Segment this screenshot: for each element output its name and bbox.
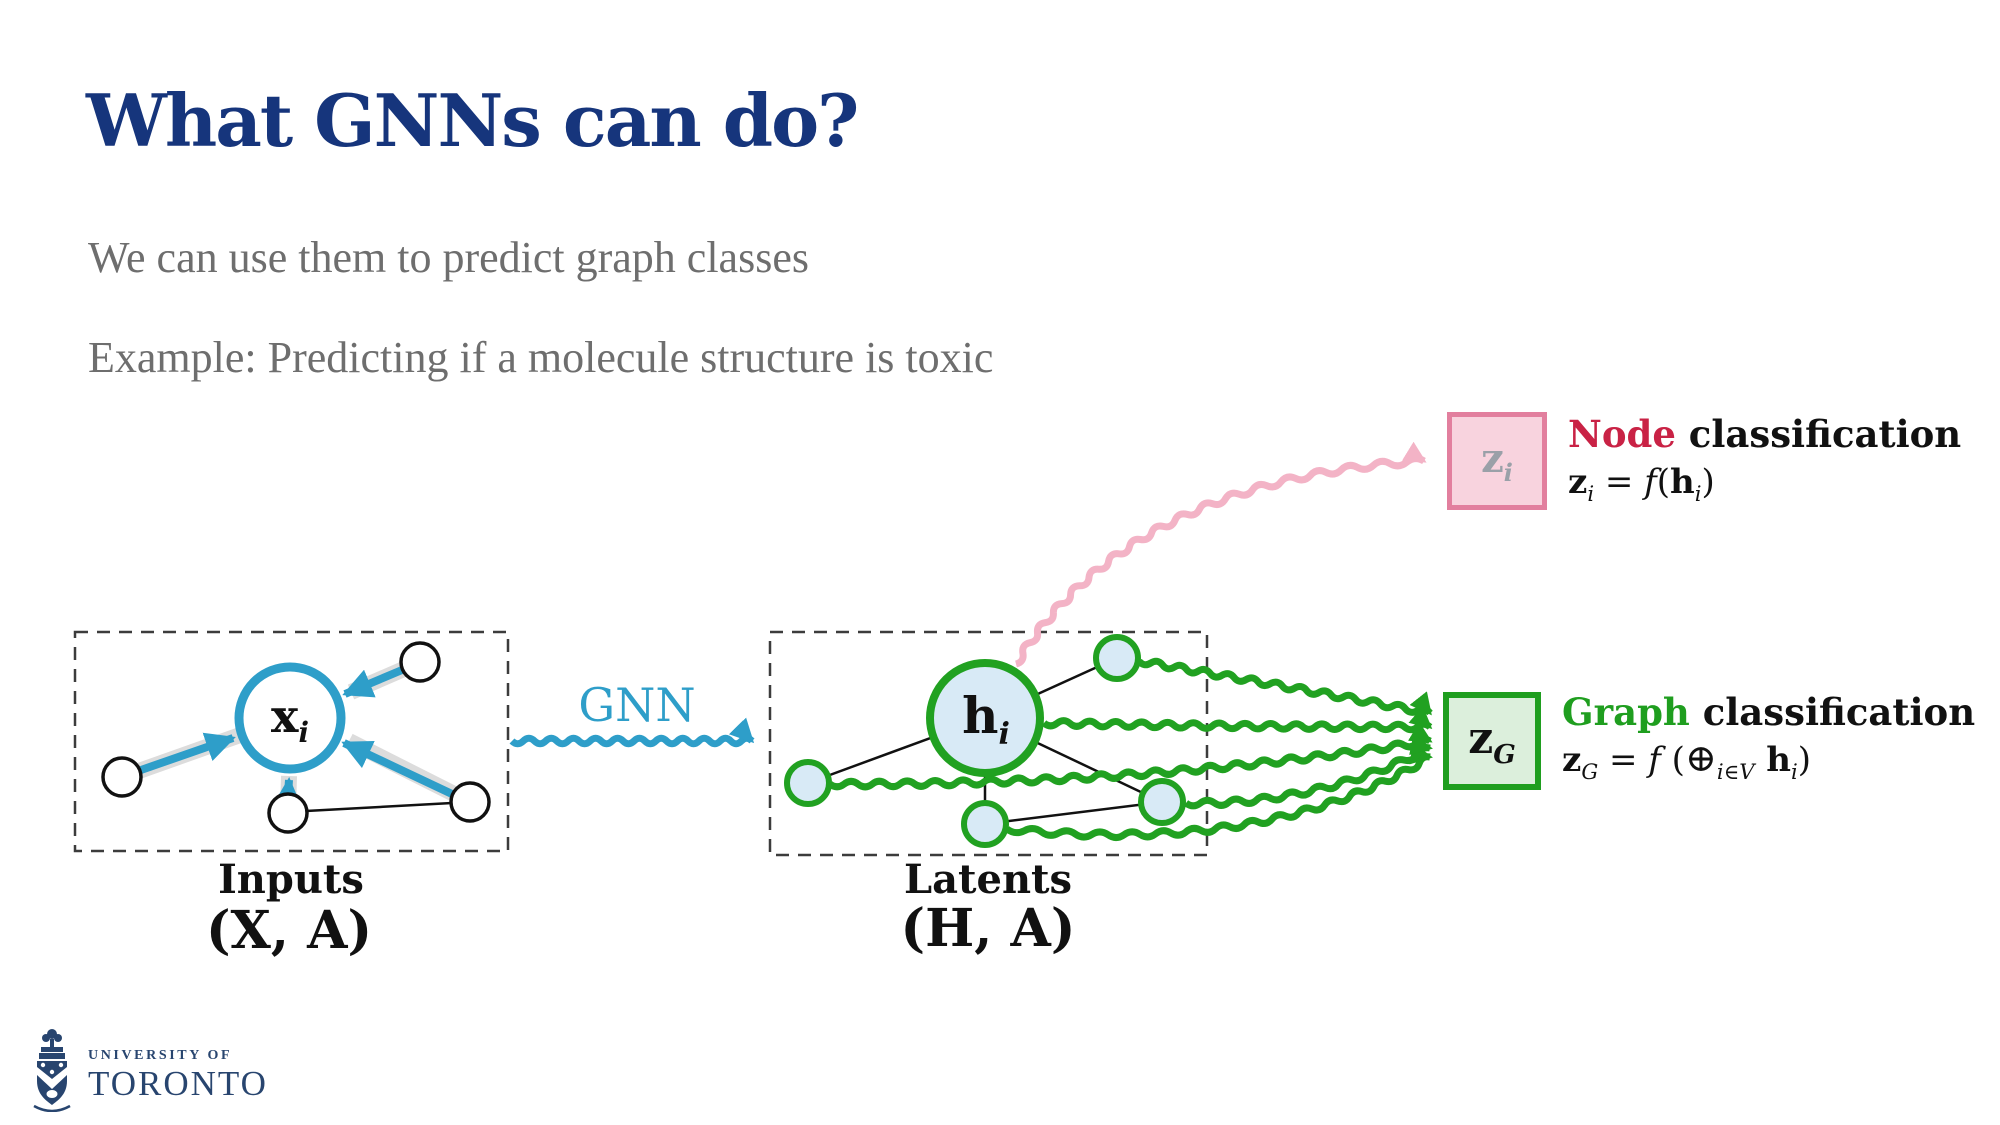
latent-node xyxy=(784,759,832,807)
zg-label: zG xyxy=(1468,712,1516,770)
latent-node-base: h xyxy=(962,686,999,745)
latent-node xyxy=(1138,778,1186,826)
node-classification-formula: zi = f(hi) xyxy=(1568,462,1715,506)
latents-tuple: (H, A) xyxy=(900,898,1076,959)
graph-classification-box: zG xyxy=(1443,692,1541,790)
latent-center-node xyxy=(926,659,1044,777)
readout-arrow xyxy=(1183,733,1433,810)
latent-node xyxy=(961,800,1009,848)
node-heading-rest: classification xyxy=(1675,412,1962,456)
readout-arrow xyxy=(827,721,1433,791)
inputs-box xyxy=(73,630,510,853)
graph-heading-rest: classification xyxy=(1689,690,1976,734)
input-node xyxy=(399,641,441,683)
input-edge xyxy=(305,801,453,813)
graph-heading-accent: Graph xyxy=(1562,690,1690,734)
gnn-arrow-label: GNN xyxy=(578,678,696,732)
body-line-2: Example: Predicting if a molecule struct… xyxy=(88,333,994,382)
uoft-logo-text: UNIVERSITY OF TORONTO xyxy=(88,1026,268,1101)
latent-node-label: hi xyxy=(962,686,1010,752)
latent-node xyxy=(1093,634,1141,682)
readout-arrow xyxy=(1136,657,1433,716)
node-classification-box: zi xyxy=(1447,412,1547,510)
gnn-arrow xyxy=(509,717,755,748)
readout-arrow xyxy=(1041,706,1433,734)
slide-title: What GNNs can do? xyxy=(86,78,859,163)
message-arrow xyxy=(341,739,454,798)
input-node-label: xi xyxy=(271,689,309,749)
zi-label: zi xyxy=(1481,435,1513,487)
message-arrow xyxy=(342,666,404,698)
uoft-logo-line2: TORONTO xyxy=(88,1064,268,1103)
input-node xyxy=(267,792,309,834)
latent-edge xyxy=(984,800,1163,826)
input-center-node xyxy=(234,662,346,774)
graph-classification-heading: Graph classification xyxy=(1562,690,1975,734)
node-readout-arrow xyxy=(1014,441,1427,668)
message-arrow xyxy=(139,732,236,774)
input-node xyxy=(101,756,143,798)
input-node-base: x xyxy=(271,688,299,743)
inputs-tuple: (X, A) xyxy=(205,900,373,961)
node-heading-accent: Node xyxy=(1568,412,1676,456)
node-classification-heading: Node classification xyxy=(1568,412,1961,456)
latents-caption: Latents xyxy=(903,856,1073,903)
graph-classification-formula: zG = f (⊕i∈V hi) xyxy=(1562,736,1811,784)
latent-node-sub: i xyxy=(998,717,1010,752)
readout-arrow xyxy=(1004,742,1433,842)
inputs-caption: Inputs xyxy=(218,856,364,903)
input-node-sub: i xyxy=(298,716,309,750)
body-line-1: We can use them to predict graph classes xyxy=(88,233,809,282)
input-node xyxy=(449,781,491,823)
uoft-logo-line1: UNIVERSITY OF xyxy=(88,1048,233,1063)
uoft-logo: UNIVERSITY OF TORONTO xyxy=(30,1026,268,1112)
uoft-crest-icon xyxy=(33,1029,71,1112)
